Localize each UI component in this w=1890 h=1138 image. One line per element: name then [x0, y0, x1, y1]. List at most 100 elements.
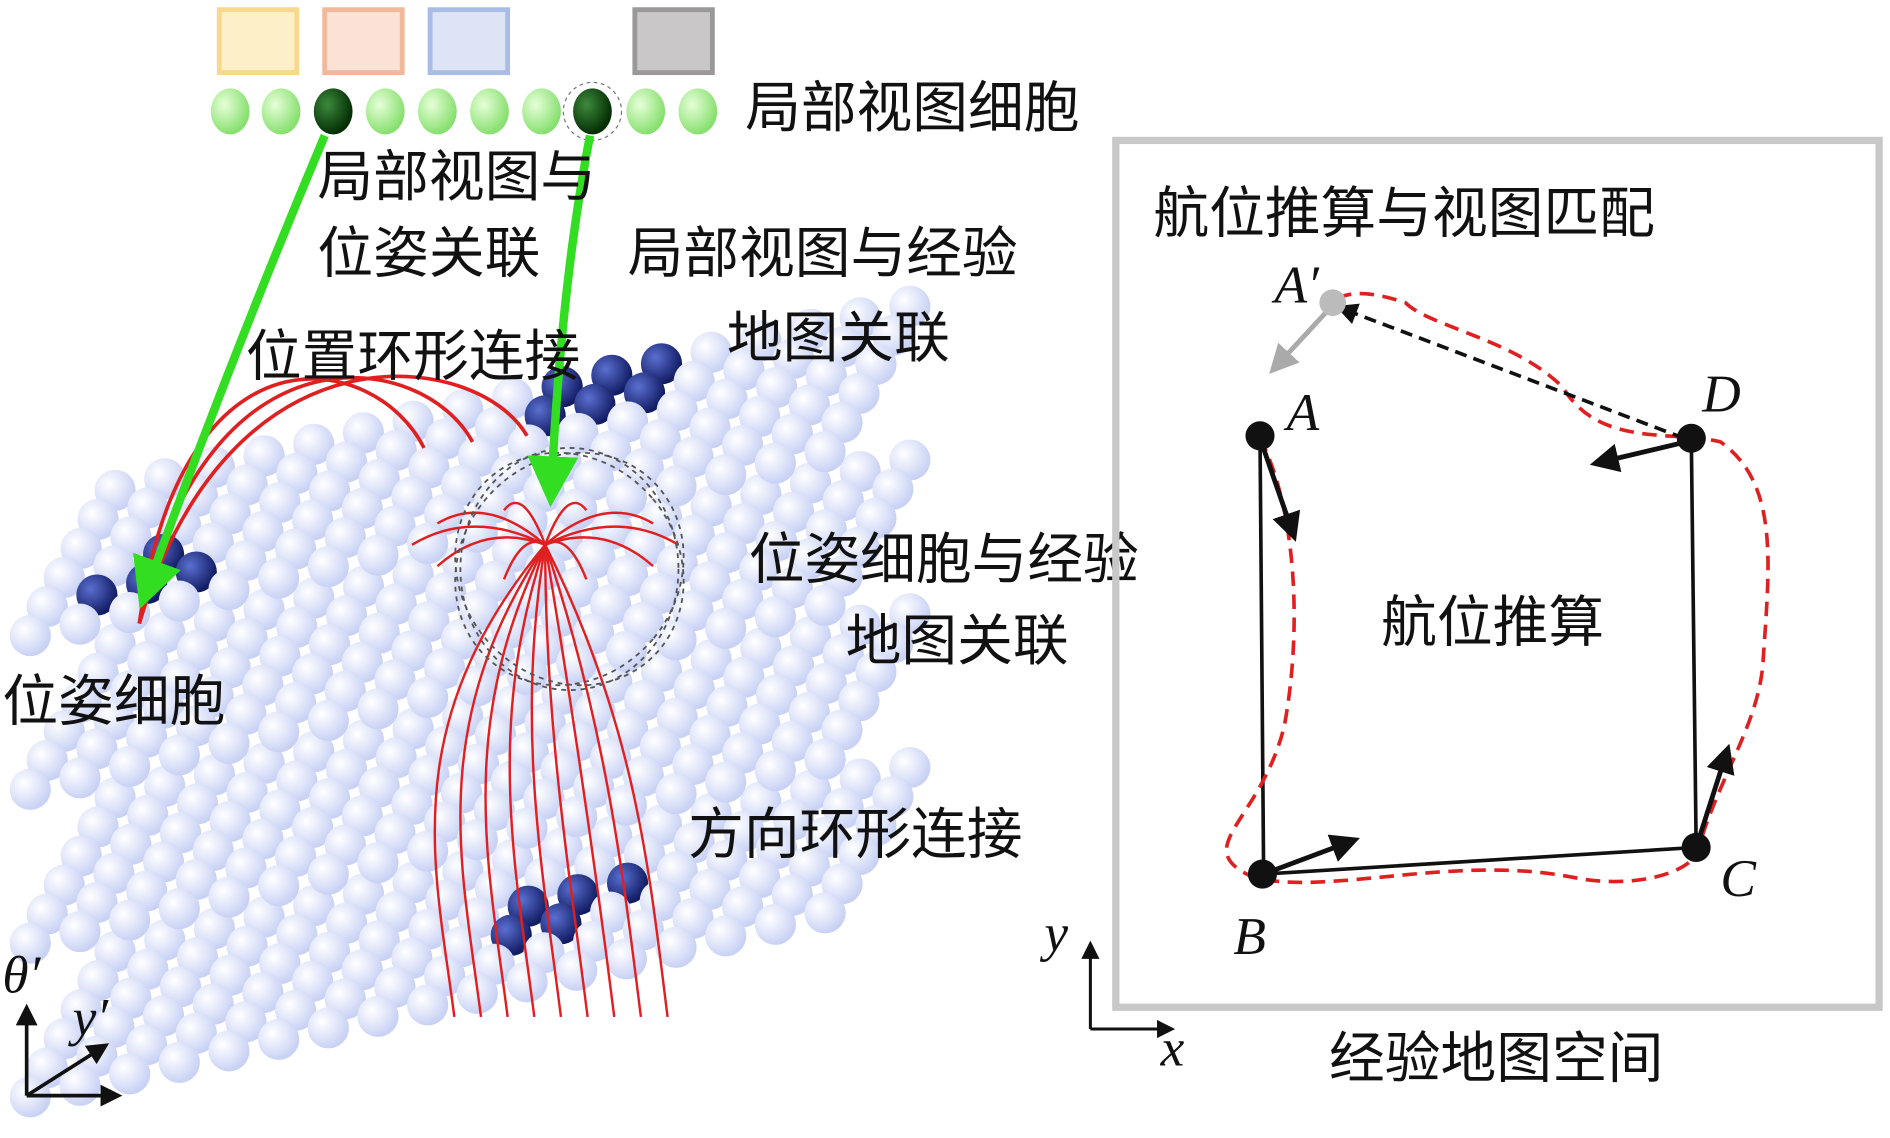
- label-lv-exp-1: 局部视图与经验: [628, 221, 1018, 286]
- pose-cell: [9, 768, 51, 810]
- pose-cell: [506, 961, 548, 1003]
- node-b: [1247, 859, 1277, 889]
- pose-cell: [407, 984, 449, 1026]
- pose-cell: [705, 607, 747, 649]
- label-d: D: [1701, 365, 1740, 424]
- local-view-cell: [522, 88, 561, 135]
- node-d: [1676, 423, 1706, 453]
- pose-cell: [158, 580, 200, 622]
- pose-cell: [804, 892, 846, 934]
- local-view-cells: [210, 88, 718, 135]
- pose-cell: [705, 761, 747, 803]
- label-b: B: [1233, 907, 1266, 966]
- pose-cell: [307, 699, 349, 741]
- label-pose-exp-2: 地图关联: [846, 609, 1069, 674]
- pose-cell: [655, 465, 697, 507]
- pose-cell: [605, 784, 647, 826]
- pose-cell: [605, 476, 647, 519]
- position-ring-link: [137, 374, 529, 624]
- direction-ring-link: [484, 544, 547, 1018]
- pose-cell: [804, 584, 846, 626]
- pose-cell: [804, 738, 846, 780]
- excitation-ring: [454, 451, 685, 687]
- pose-cell: [605, 630, 647, 672]
- local-view-cell-active: [573, 88, 612, 135]
- pose-cell: [357, 688, 399, 730]
- a-prime-heading: [1269, 303, 1335, 374]
- direction-ring-link: [543, 544, 616, 1018]
- label-pose-exp-1: 位姿细胞与经验: [749, 528, 1139, 593]
- pose-cell: [754, 903, 796, 945]
- pose-cell: [655, 772, 697, 815]
- label-a-prime: A′: [1272, 256, 1321, 315]
- template-orange: [322, 7, 405, 76]
- label-dr-view-match: 航位推算与视图匹配: [1153, 181, 1655, 246]
- node-a: [1245, 421, 1275, 451]
- label-dead-reckoning: 航位推算: [1381, 591, 1604, 656]
- pose-cell: [407, 830, 449, 872]
- local-view-cell: [365, 88, 405, 135]
- b-heading: [1262, 834, 1360, 877]
- axis-x: x: [1160, 1018, 1185, 1077]
- pose-cell: [407, 676, 449, 718]
- right-axes: y x: [1039, 903, 1184, 1077]
- d-heading: [1589, 438, 1692, 473]
- pose-cell: [258, 865, 300, 907]
- pose-cell: [258, 1018, 300, 1060]
- left-axes: θ′ y′: [2, 946, 123, 1107]
- pose-layer: [9, 285, 931, 657]
- excitation-ring: [459, 447, 680, 691]
- direction-ring-link: [508, 544, 547, 1018]
- pose-cell: [307, 1007, 349, 1049]
- label-lv-pose-2: 位姿关联: [317, 221, 540, 286]
- view-exp-arrow: [527, 134, 595, 508]
- pose-cell: [208, 569, 250, 611]
- axis-theta: θ′: [2, 946, 41, 1005]
- pose-cell-layers: [9, 285, 931, 1118]
- local-link: [544, 525, 680, 546]
- a-heading: [1257, 437, 1301, 542]
- local-view-cell: [678, 88, 718, 135]
- local-link: [544, 536, 654, 568]
- local-link: [544, 511, 654, 546]
- axis-y: y: [1039, 903, 1068, 962]
- pose-cell: [754, 596, 796, 638]
- template-yellow: [216, 7, 300, 76]
- local-view-cell: [210, 88, 250, 135]
- view-templates: [216, 7, 715, 76]
- local-view-cell: [417, 88, 457, 135]
- pose-cell: [655, 926, 697, 968]
- local-view-cell: [470, 88, 509, 135]
- experience-graph: A′ A B C D: [1224, 256, 1770, 966]
- pose-cell: [109, 1053, 151, 1095]
- pose-cell: [9, 922, 51, 964]
- label-a: A: [1284, 383, 1320, 442]
- local-link: [436, 511, 546, 546]
- pose-cell: [258, 557, 300, 599]
- label-c: C: [1720, 849, 1757, 908]
- local-link: [503, 501, 547, 546]
- pose-cell: [208, 876, 250, 918]
- direction-ring-link: [544, 544, 669, 1018]
- pose-cell: [655, 619, 697, 661]
- pose-cell: [258, 711, 300, 753]
- node-c: [1681, 832, 1711, 862]
- label-position-ring: 位置环形连接: [246, 324, 580, 389]
- pose-cell: [754, 749, 796, 792]
- label-direction-ring: 方向环形连接: [688, 803, 1022, 868]
- pose-cell: [59, 911, 101, 953]
- position-ring-link: [137, 377, 426, 624]
- pose-cell: [556, 949, 598, 991]
- loop-closure-link: [1335, 303, 1685, 440]
- pose-cell: [754, 442, 796, 484]
- direction-ring-link: [459, 544, 547, 1018]
- direction-ring-link: [543, 544, 589, 1018]
- pose-cell: [109, 745, 151, 787]
- view-pose-arrow: [133, 133, 329, 610]
- pose-layer: [9, 439, 931, 810]
- local-link: [411, 525, 546, 546]
- direction-ring-link: [433, 544, 547, 1018]
- local-view-cell-active: [313, 88, 353, 135]
